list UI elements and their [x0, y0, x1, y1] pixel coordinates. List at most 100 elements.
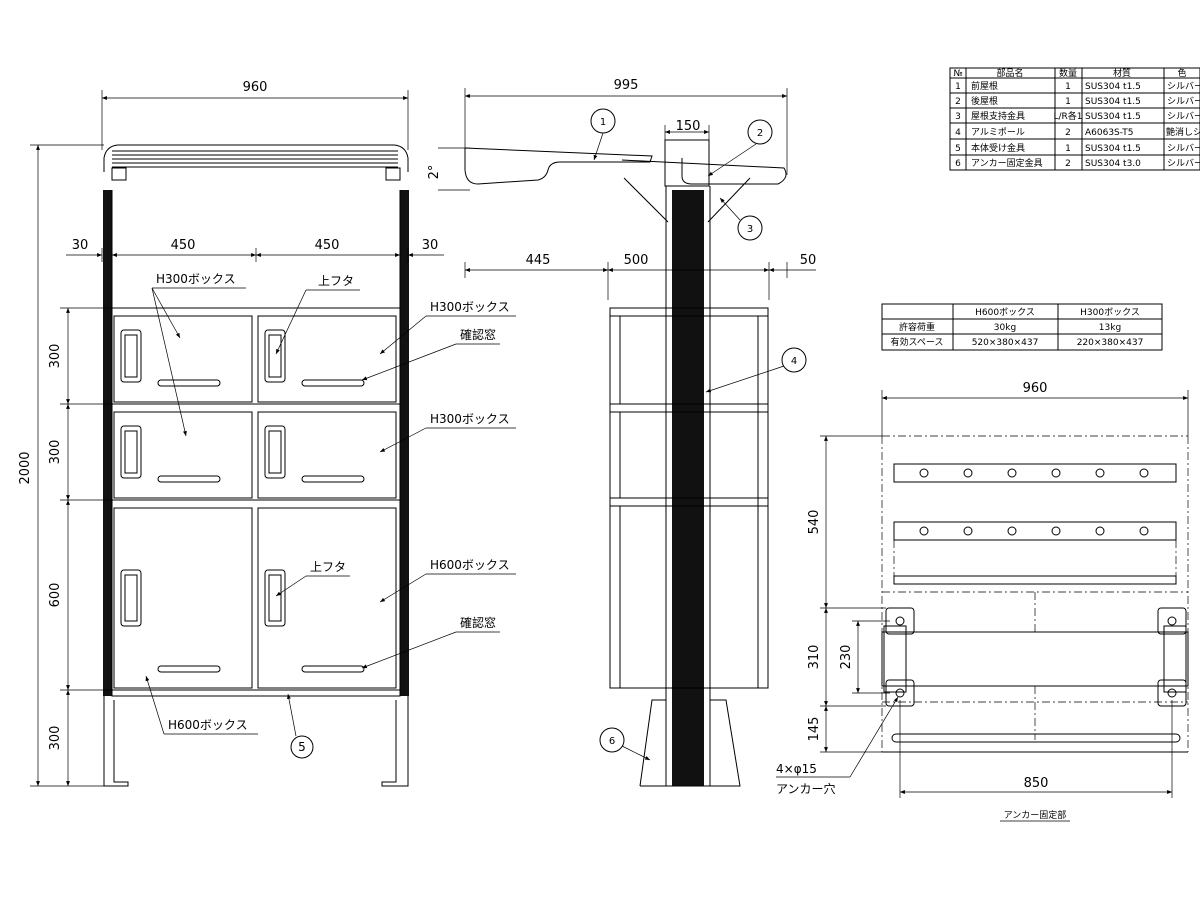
table-cell: 6: [955, 159, 961, 169]
side-post-width: 150: [676, 119, 701, 134]
label-lid-bottom: 上フタ: [310, 560, 346, 574]
anchor-plates: [885, 607, 1187, 707]
window-slots: [120, 329, 286, 627]
spec-header-h300: H300ボックス: [1080, 307, 1140, 318]
table-cell: 許容荷重: [899, 321, 935, 333]
front-box-width-2: 450: [315, 238, 340, 253]
table-cell: SUS304 t3.0: [1085, 159, 1141, 169]
parts-header-no: №: [953, 69, 962, 79]
table-cell: 1: [1065, 82, 1071, 92]
side-angle: 2°: [427, 165, 442, 180]
right-pole: [400, 190, 409, 696]
box-r1-left: [113, 315, 253, 403]
table-cell: 30kg: [994, 323, 1016, 333]
box-r1-right: [257, 315, 397, 403]
callout-1: 1: [600, 117, 606, 128]
label-h300-right-2: H300ボックス: [430, 412, 510, 426]
cabinet-frame: [111, 307, 401, 697]
table-cell: 有効スペース: [891, 336, 944, 348]
side-width-total: 995: [614, 78, 639, 93]
spec-table: H600ボックス H300ボックス 許容荷重 30kg 13kg 有効スペース …: [881, 303, 1163, 351]
plan-anchor-spacing: 230: [839, 645, 854, 670]
table-cell: SUS304 t1.5: [1085, 144, 1141, 154]
front-height-total: 2000: [18, 451, 33, 484]
label-lid-top: 上フタ: [318, 274, 354, 288]
callout-6: 6: [609, 736, 615, 747]
callout-2: 2: [757, 128, 763, 139]
label-h300-left: H300ボックス: [156, 272, 236, 286]
table-cell: 3: [955, 112, 961, 122]
table-cell: 520×380×437: [972, 338, 1039, 348]
rail-holes: [919, 468, 1149, 536]
plan-anchor-span: 850: [1024, 776, 1049, 791]
callout-3: 3: [747, 224, 753, 235]
box-r3-right: [257, 507, 397, 689]
callout-4: 4: [791, 356, 797, 367]
parts-table: № 部品名 数量 材質 色 1 前屋根 1 SUS304 t1.5 シルバー 2…: [949, 67, 1200, 171]
plan-caption: アンカー固定部: [1004, 809, 1067, 821]
front-row1-height: 300: [48, 344, 63, 369]
table-cell: アルミポール: [971, 127, 1025, 138]
label-window-top: 確認窓: [460, 327, 496, 342]
plan-depth-front: 540: [807, 510, 822, 535]
table-cell: 13kg: [1099, 323, 1121, 333]
plan-depth-back: 145: [807, 717, 822, 742]
front-left-margin: 30: [72, 238, 89, 253]
box-r2-left: [113, 411, 253, 499]
table-cell: 屋根支持金具: [971, 110, 1025, 122]
table-cell: SUS304 t1.5: [1085, 112, 1141, 122]
table-cell: SUS304 t1.5: [1085, 97, 1141, 107]
table-cell: 220×380×437: [1077, 338, 1144, 348]
plan-view: 960: [776, 381, 1189, 822]
table-cell: アンカー固定金具: [971, 157, 1043, 169]
table-cell: 4: [955, 128, 961, 138]
plan-width-total: 960: [1023, 381, 1048, 396]
table-cell: 2: [955, 97, 961, 107]
side-roof-back: [621, 158, 787, 185]
front-roof: [103, 144, 409, 172]
table-cell: シルバー: [1167, 81, 1200, 92]
table-cell: 前屋根: [971, 80, 998, 92]
table-cell: シルバー: [1167, 96, 1200, 107]
table-cell: 1: [955, 82, 961, 92]
front-row3-height: 600: [48, 583, 63, 608]
parts-header-name: 部品名: [996, 67, 1023, 79]
plan-depth-mid: 310: [807, 645, 822, 670]
parts-header-color: 色: [1177, 67, 1186, 79]
front-right-margin: 30: [422, 238, 439, 253]
parts-header-material: 材質: [1113, 67, 1131, 79]
label-h600-bottom: H600ボックス: [168, 718, 248, 732]
table-cell: シルバー: [1167, 111, 1200, 122]
plan-anchor-note-1: 4×φ15: [776, 762, 817, 776]
table-cell: SUS304 t1.5: [1085, 82, 1141, 92]
table-cell: 本体受け金具: [971, 142, 1025, 154]
front-width-total: 960: [243, 80, 268, 95]
box-r3-left: [113, 507, 253, 689]
side-view: 995 2° 150 445 500 50: [427, 78, 817, 787]
table-cell: 5: [955, 144, 961, 154]
table-cell: 後屋根: [971, 95, 998, 107]
front-view: 960 30 450 450 30: [18, 80, 516, 787]
label-h300-right-1: H300ボックス: [430, 300, 510, 314]
table-cell: 艶消しシルバー: [1166, 126, 1200, 138]
side-middle-depth: 500: [624, 253, 649, 268]
table-cell: L/R各1: [1053, 110, 1082, 122]
table-cell: シルバー: [1167, 143, 1200, 154]
left-pole: [103, 190, 112, 696]
front-row2-height: 300: [48, 440, 63, 465]
side-pole: [672, 190, 704, 786]
front-leg-height: 300: [48, 726, 63, 751]
side-back-depth: 50: [800, 253, 817, 268]
side-roof-front: [464, 147, 653, 185]
callout-5: 5: [298, 740, 306, 754]
table-cell: 2: [1065, 159, 1071, 169]
lid-slots: [157, 379, 365, 673]
plan-anchor-note-2: アンカー穴: [776, 781, 836, 796]
table-cell: A6063S-T5: [1085, 128, 1133, 138]
label-window-bottom: 確認窓: [460, 615, 496, 630]
label-h600-right: H600ボックス: [430, 558, 510, 572]
table-cell: シルバー: [1167, 158, 1200, 169]
table-cell: 1: [1065, 97, 1071, 107]
table-cell: 2: [1065, 128, 1071, 138]
